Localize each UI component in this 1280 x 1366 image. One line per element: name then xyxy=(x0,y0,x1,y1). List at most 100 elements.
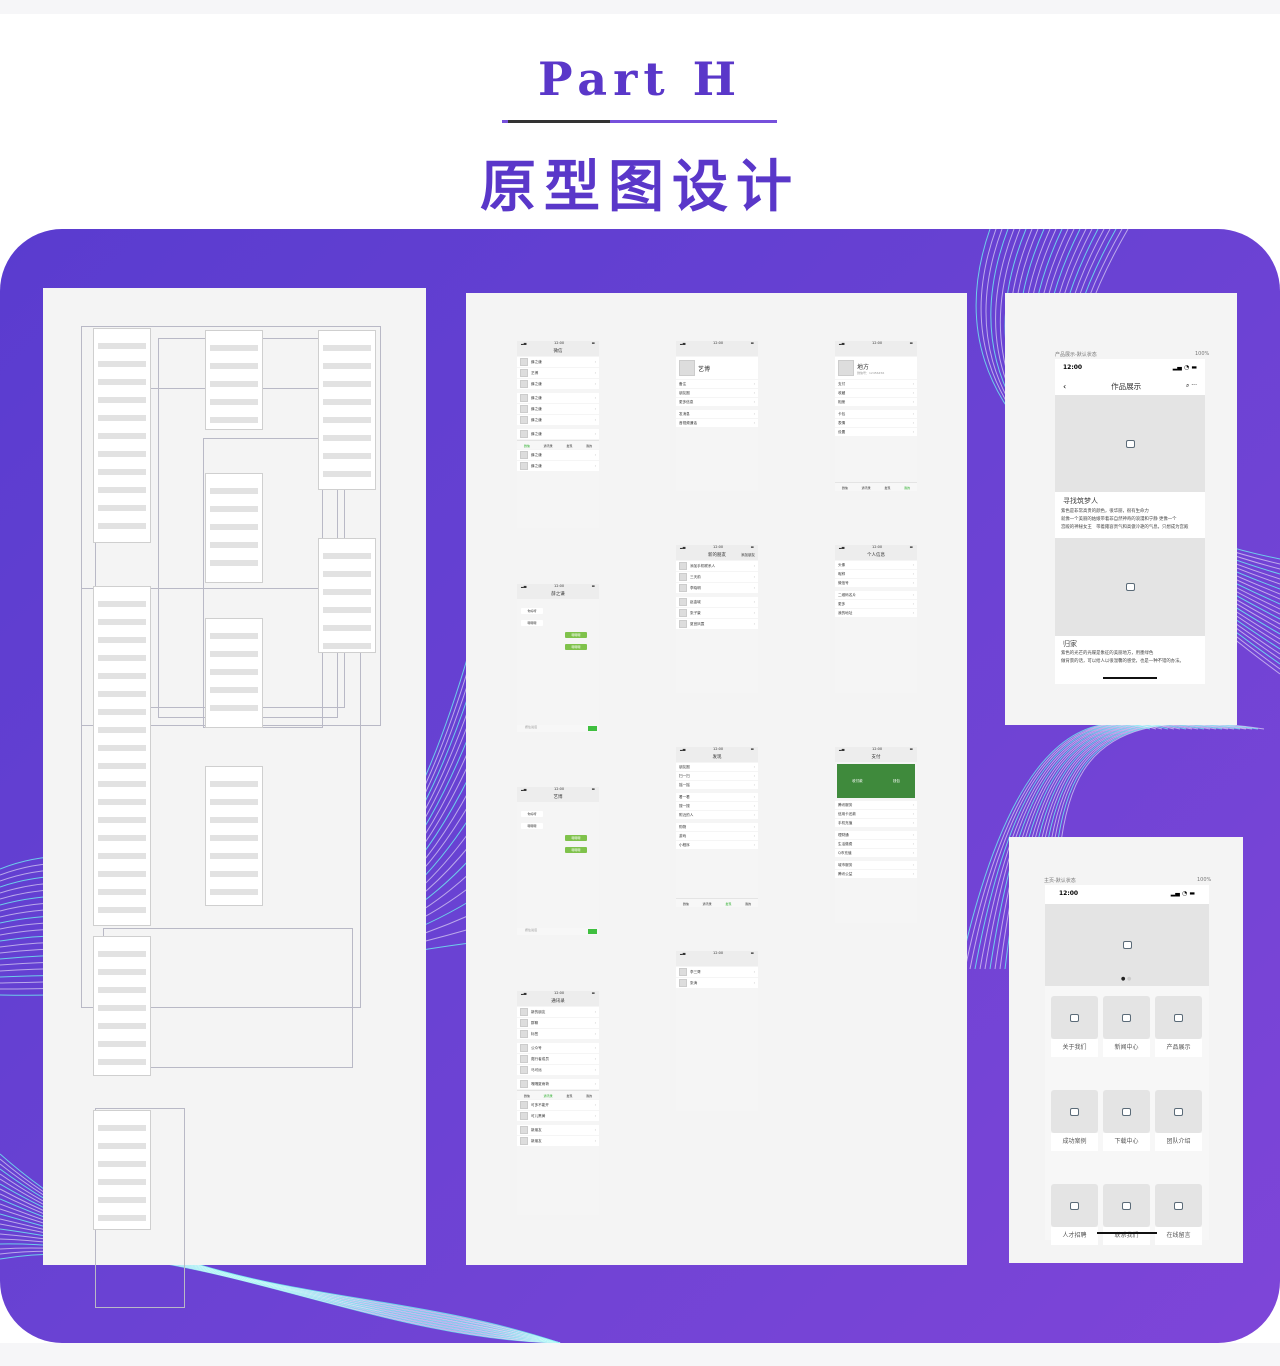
list-item[interactable]: 腾讯公益› xyxy=(835,870,917,878)
list-item[interactable]: 薛之谦› xyxy=(517,357,599,367)
list-item[interactable]: 搜一搜› xyxy=(676,802,758,810)
tab-1[interactable]: 通讯录 xyxy=(543,1094,553,1098)
list-item[interactable]: 小程序› xyxy=(676,841,758,849)
tab-3[interactable]: 我的 xyxy=(745,902,752,906)
list-item[interactable]: 三天前› xyxy=(676,572,758,582)
list-item[interactable]: 薛之谦› xyxy=(517,461,599,471)
list-item[interactable]: 新朋友› xyxy=(517,1136,599,1146)
list-item[interactable]: 标签› xyxy=(517,1029,599,1039)
list-item[interactable]: 群聊› xyxy=(517,1018,599,1028)
list-item[interactable]: 夏宫凤霞› xyxy=(676,619,758,629)
tab-0[interactable]: 微信 xyxy=(523,444,530,448)
profile-header[interactable]: 地方微信号：12456456 xyxy=(835,357,917,379)
menu-item[interactable]: 下载中心 xyxy=(1103,1090,1150,1151)
list-item[interactable]: 张涛› xyxy=(676,978,758,988)
list-item[interactable]: 马可远› xyxy=(517,1065,599,1075)
list-item[interactable]: 艺博› xyxy=(517,368,599,378)
message-input[interactable]: 按住说话 xyxy=(517,928,599,935)
tab-2[interactable]: 发现 xyxy=(566,1094,573,1098)
list-item[interactable]: 可多不能开› xyxy=(517,1100,599,1110)
list-item[interactable]: 备注› xyxy=(676,380,758,388)
list-item[interactable]: 更多信息› xyxy=(676,398,758,406)
list-item[interactable]: 理财通› xyxy=(835,831,917,839)
nav-action[interactable]: 添加朋友 xyxy=(741,553,755,557)
tab-3[interactable]: 我的 xyxy=(904,486,911,490)
list-item[interactable]: 摇一摇› xyxy=(676,781,758,789)
list-item[interactable]: 音视频通话› xyxy=(676,419,758,427)
carousel-dots[interactable]: ● ● xyxy=(1121,976,1132,982)
list-item[interactable]: 二维码名片› xyxy=(835,591,917,599)
list-item[interactable]: 嘎嘎夏雨荷› xyxy=(517,1079,599,1089)
list-item[interactable]: Q币充值› xyxy=(835,849,917,857)
list-item[interactable]: 薛之谦› xyxy=(517,415,599,425)
tab-0[interactable]: 微信 xyxy=(841,486,848,490)
list-item[interactable]: 昵称› xyxy=(835,570,917,578)
list-item[interactable]: 游戏› xyxy=(676,832,758,840)
send-button[interactable] xyxy=(588,726,597,731)
list-item[interactable]: 新朋友› xyxy=(517,1125,599,1135)
list-item[interactable]: 表情› xyxy=(835,419,917,427)
profile-header[interactable]: 艺博 xyxy=(676,357,758,379)
menu-item[interactable]: 联系我们 xyxy=(1103,1184,1150,1245)
list-item[interactable]: 更多› xyxy=(835,600,917,608)
list-item[interactable]: 设置› xyxy=(835,428,917,436)
list-item[interactable]: 朋友圈› xyxy=(676,389,758,397)
tab-2[interactable]: 发现 xyxy=(884,486,891,490)
menu-item[interactable]: 在线留言 xyxy=(1155,1184,1202,1245)
tab-0[interactable]: 微信 xyxy=(682,902,689,906)
list-item[interactable]: 李三哥› xyxy=(676,967,758,977)
menu-item[interactable]: 团队介绍 xyxy=(1155,1090,1202,1151)
list-item[interactable]: 卡包› xyxy=(835,410,917,418)
tab-1[interactable]: 通讯录 xyxy=(702,902,712,906)
list-item[interactable]: 薛之谦› xyxy=(517,450,599,460)
tab-3[interactable]: 我的 xyxy=(586,1094,593,1098)
list-item[interactable]: 相册› xyxy=(835,398,917,406)
tab-2[interactable]: 发现 xyxy=(725,902,732,906)
list-item[interactable]: 张子豪› xyxy=(676,608,758,618)
list-item[interactable]: 添加手机联系人› xyxy=(676,561,758,571)
pay-0[interactable]: 收付款 xyxy=(852,778,863,783)
tab-1[interactable]: 通讯录 xyxy=(861,486,871,490)
list-item[interactable]: 购物› xyxy=(676,823,758,831)
tab-0[interactable]: 微信 xyxy=(523,1094,530,1098)
list-item[interactable]: 头像› xyxy=(835,561,917,569)
list-item[interactable]: 我的地址› xyxy=(835,609,917,617)
list-item[interactable]: 薛之谦› xyxy=(517,379,599,389)
send-button[interactable] xyxy=(588,929,597,934)
back-icon[interactable]: ‹ xyxy=(1063,381,1067,391)
tab-1[interactable]: 通讯录 xyxy=(543,444,553,448)
menu-item[interactable]: 新闻中心 xyxy=(1103,996,1150,1057)
list-item[interactable]: 朋友圈› xyxy=(676,763,758,771)
pay-1[interactable]: 钱包 xyxy=(892,778,900,783)
list-item[interactable]: 收藏› xyxy=(835,389,917,397)
list-item[interactable]: 赵金城› xyxy=(676,597,758,607)
list-item[interactable]: 薛之谦› xyxy=(517,393,599,403)
tab-3[interactable]: 我的 xyxy=(586,444,593,448)
list-item[interactable]: 发消息› xyxy=(676,410,758,418)
list-item[interactable]: 支付› xyxy=(835,380,917,388)
menu-item[interactable]: 关于我们 xyxy=(1051,996,1098,1057)
list-item[interactable]: 信用卡还款› xyxy=(835,810,917,818)
menu-item[interactable]: 成功案例 xyxy=(1051,1090,1098,1151)
message-input[interactable]: 按住说话 xyxy=(517,725,599,732)
list-item[interactable]: 腾讯服务› xyxy=(835,801,917,809)
list-item[interactable]: 薛之谦› xyxy=(517,404,599,414)
list-item[interactable]: 李晓明› xyxy=(676,583,758,593)
list-item[interactable]: 附近的人› xyxy=(676,811,758,819)
list-item[interactable]: 薛之谦› xyxy=(517,429,599,439)
search-more-icons[interactable]: ⌕ ··· xyxy=(1185,382,1197,389)
list-item[interactable]: 新的朋友› xyxy=(517,1007,599,1017)
list-item[interactable]: 爬行者成员› xyxy=(517,1054,599,1064)
list-item[interactable]: 城市服务› xyxy=(835,861,917,869)
tab-2[interactable]: 发现 xyxy=(566,444,573,448)
list-item[interactable]: 生活缴费› xyxy=(835,840,917,848)
list-item[interactable]: 微信号› xyxy=(835,579,917,587)
menu-item[interactable]: 产品展示 xyxy=(1155,996,1202,1057)
list-item[interactable]: 公众号› xyxy=(517,1043,599,1053)
list-item[interactable]: 可儿黑黄› xyxy=(517,1111,599,1121)
list-item[interactable]: 看一看› xyxy=(676,793,758,801)
banner-carousel[interactable]: ● ● xyxy=(1045,904,1209,986)
list-item[interactable]: 扫一扫› xyxy=(676,772,758,780)
menu-item[interactable]: 人才招聘 xyxy=(1051,1184,1098,1245)
list-item[interactable]: 手机充值› xyxy=(835,819,917,827)
